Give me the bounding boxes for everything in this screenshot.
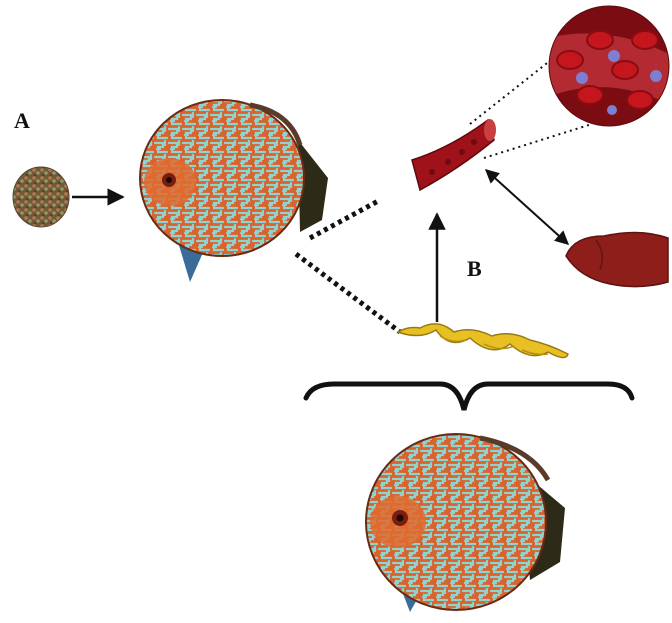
vessel-liver-double-arrow <box>486 170 568 244</box>
feed-pellets-icon <box>13 167 69 227</box>
discus-fish-icon <box>366 434 565 612</box>
fish-to-intestine-dotted-line <box>296 254 400 332</box>
grouping-brace <box>306 384 632 410</box>
label-a: A <box>14 108 30 133</box>
liver-icon <box>566 232 668 286</box>
intestine-icon <box>398 324 568 358</box>
zoom-dotted-line-top <box>470 56 556 124</box>
blood-vessel-icon <box>412 119 496 190</box>
label-b: B <box>467 256 482 281</box>
blood-cells-zoom-icon <box>540 6 672 126</box>
zoom-dotted-line-bottom <box>484 124 592 158</box>
